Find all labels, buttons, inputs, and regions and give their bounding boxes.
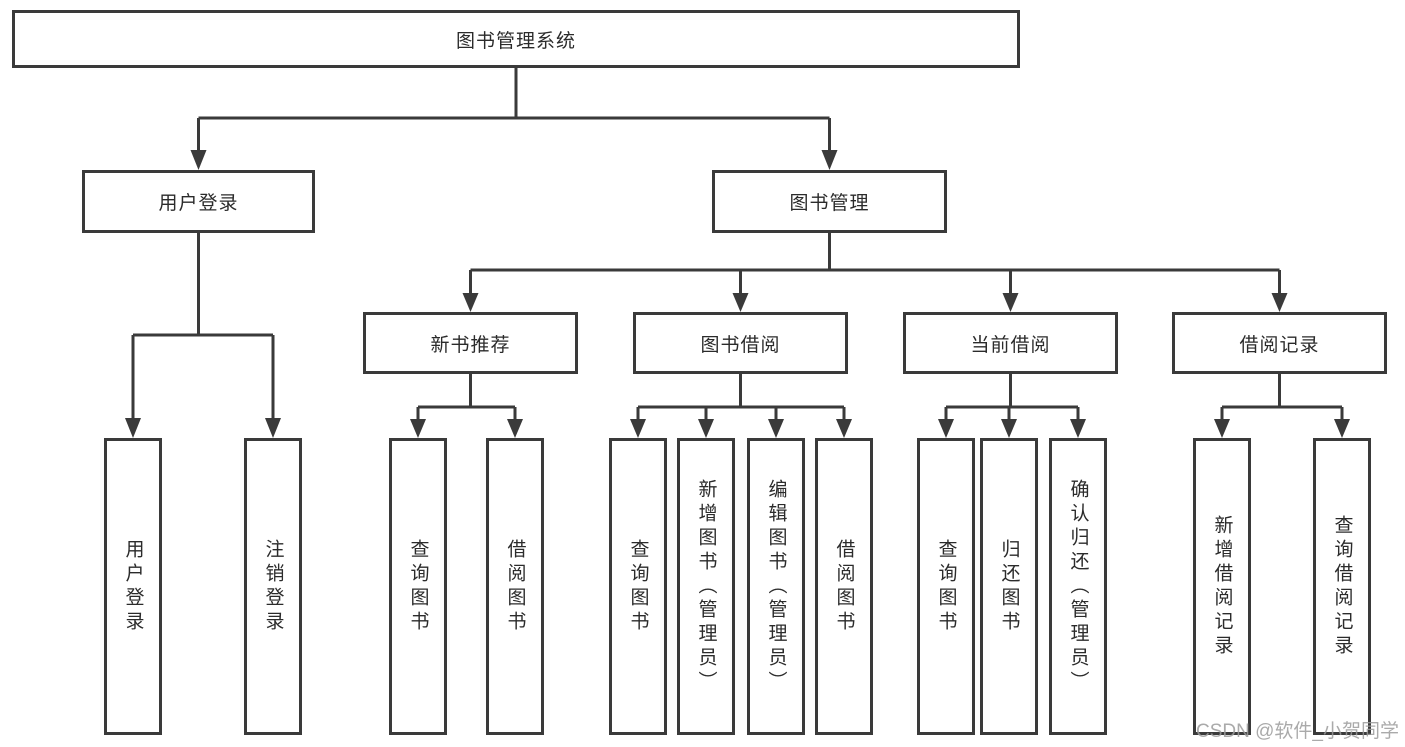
leaf-query-books-borrow: 查询图书 <box>609 438 667 735</box>
node-label: 借阅记录 <box>1239 334 1320 356</box>
node-label: 归还图书 <box>998 538 1020 635</box>
node-label: 编辑图书（管理员） <box>765 478 787 695</box>
connector-book-borrow-branch <box>636 374 846 420</box>
arrowhead-icon <box>938 419 954 438</box>
node-label: 用户登录 <box>122 538 144 635</box>
node-user-login: 用户登录 <box>82 170 315 233</box>
arrowhead-icon <box>630 419 646 438</box>
arrowhead-icon <box>507 419 523 438</box>
arrowhead-icon <box>1070 419 1086 438</box>
leaf-logout: 注销登录 <box>244 438 302 735</box>
arrowhead-icon <box>698 419 714 438</box>
arrowhead-icon <box>1334 419 1350 438</box>
arrowhead-icon <box>1001 419 1017 438</box>
arrowhead-icon <box>1214 419 1230 438</box>
node-label: 当前借阅 <box>970 334 1051 356</box>
leaf-add-borrow-record: 新增借阅记录 <box>1193 438 1251 735</box>
leaf-return-books: 归还图书 <box>980 438 1038 735</box>
node-label: 新书推荐 <box>430 334 511 356</box>
leaf-add-books-admin: 新增图书（管理员） <box>677 438 735 735</box>
node-borrow-records: 借阅记录 <box>1172 312 1387 374</box>
leaf-borrow-books: 借阅图书 <box>815 438 873 735</box>
arrowhead-icon <box>836 419 852 438</box>
node-label: 图书借阅 <box>700 334 781 356</box>
node-current-borrow: 当前借阅 <box>903 312 1118 374</box>
node-label: 新增借阅记录 <box>1211 514 1233 659</box>
node-label: 查询图书 <box>627 538 649 635</box>
connector-new-book-branch <box>416 374 517 420</box>
connector-user-login-branch <box>131 233 275 419</box>
csdn-watermark: CSDN @软件_小贺同学 <box>1196 721 1399 742</box>
node-root-system: 图书管理系统 <box>12 10 1020 68</box>
node-label: 查询借阅记录 <box>1331 514 1353 659</box>
node-new-book-recommend: 新书推荐 <box>363 312 578 374</box>
leaf-borrow-books-recommend: 借阅图书 <box>486 438 544 735</box>
node-label: 确认归还（管理员） <box>1067 478 1089 695</box>
node-label: 图书管理 <box>789 193 870 214</box>
node-book-borrow: 图书借阅 <box>633 312 848 374</box>
leaf-user-login: 用户登录 <box>104 438 162 735</box>
arrowhead-icon <box>410 419 426 438</box>
connector-current-borrow-branch <box>944 374 1080 420</box>
leaf-confirm-return-admin: 确认归还（管理员） <box>1049 438 1107 735</box>
arrowhead-icon <box>1002 293 1019 312</box>
arrowhead-icon <box>1271 293 1288 312</box>
leaf-query-books-current: 查询图书 <box>917 438 975 735</box>
arrowhead-icon <box>265 418 281 438</box>
node-label: 注销登录 <box>262 538 284 635</box>
leaf-edit-books-admin: 编辑图书（管理员） <box>747 438 805 735</box>
node-label: 借阅图书 <box>504 538 526 635</box>
connector-root-to-level2 <box>197 68 831 151</box>
leaf-query-books-recommend: 查询图书 <box>389 438 447 735</box>
node-label: 图书管理系统 <box>455 30 576 52</box>
arrowhead-icon <box>125 418 141 438</box>
arrowhead-icon <box>821 150 838 170</box>
arrowhead-icon <box>768 419 784 438</box>
connector-book-management-branch <box>469 233 1281 294</box>
node-label: 新增图书（管理员） <box>695 478 717 695</box>
node-label: 借阅图书 <box>833 538 855 635</box>
leaf-query-borrow-record: 查询借阅记录 <box>1313 438 1371 735</box>
connector-borrow-records-branch <box>1220 374 1344 420</box>
arrowhead-icon <box>462 293 479 312</box>
node-label: 用户登录 <box>158 193 239 214</box>
node-label: 查询图书 <box>935 538 957 635</box>
node-label: 查询图书 <box>407 538 429 635</box>
arrowhead-icon <box>732 293 749 312</box>
node-book-management: 图书管理 <box>712 170 947 233</box>
arrowhead-icon <box>190 150 207 170</box>
